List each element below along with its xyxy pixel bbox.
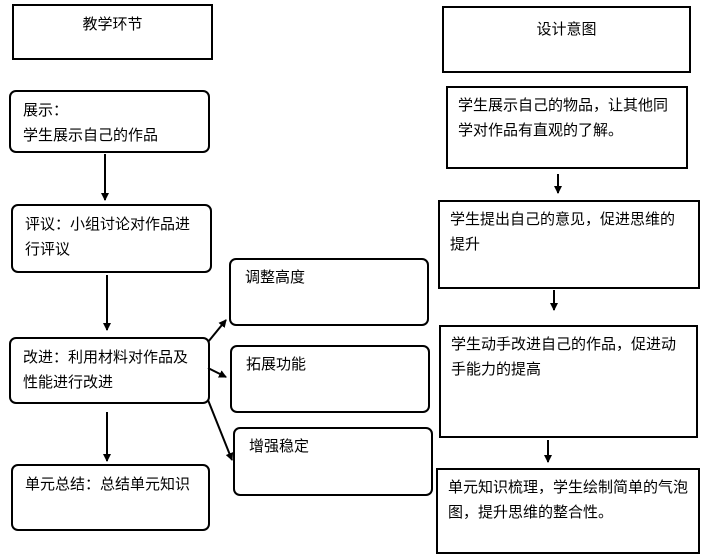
intent-display-text: 学生展示自己的物品，让其他同学对作品有直观的了解。: [458, 96, 669, 139]
arrow-improve-to-adjust-height: [207, 319, 227, 343]
intent-review-text: 学生提出自己的意见，促进思维的提升: [450, 210, 676, 253]
step-summary-text: 单元总结：总结单元知识: [25, 475, 191, 493]
intent-improve-text: 学生动手改进自己的作品，促进动手能力的提高: [451, 335, 677, 378]
sub-step-adjust-height: 调整高度: [229, 258, 429, 326]
arrow-improve-to-extend-function: [207, 367, 227, 378]
step-improve: 改进：利用材料对作品及性能进行改进: [9, 337, 210, 404]
step-display-title: 展示：: [23, 101, 69, 119]
header-teaching-steps: 教学环节: [12, 4, 213, 60]
intent-summary-text: 单元知识梳理，学生绘制简单的气泡图，提升思维的整合性。: [448, 478, 689, 521]
sub-step-extend-function: 拓展功能: [230, 345, 430, 413]
step-review: 评议：小组讨论对作品进行评议: [11, 204, 212, 273]
step-display: 展示： 学生展示自己的作品: [9, 90, 210, 153]
intent-display: 学生展示自己的物品，让其他同学对作品有直观的了解。: [446, 86, 688, 169]
intent-review: 学生提出自己的意见，促进思维的提升: [438, 200, 700, 289]
step-improve-text: 改进：利用材料对作品及性能进行改进: [23, 348, 189, 391]
step-summary: 单元总结：总结单元知识: [11, 464, 210, 531]
sub-step-enhance-stability: 增强稳定: [233, 427, 433, 496]
sub-step-adjust-height-label: 调整高度: [245, 268, 306, 286]
sub-step-enhance-stability-label: 增强稳定: [249, 437, 310, 455]
header-design-intent: 设计意图: [442, 6, 691, 73]
intent-summary: 单元知识梳理，学生绘制简单的气泡图，提升思维的整合性。: [436, 468, 700, 554]
intent-improve: 学生动手改进自己的作品，促进动手能力的提高: [439, 325, 698, 438]
header-teaching-steps-label: 教学环节: [82, 15, 143, 33]
step-display-body: 学生展示自己的作品: [23, 126, 159, 144]
header-design-intent-label: 设计意图: [536, 20, 597, 38]
arrow-improve-to-enhance-stability: [207, 399, 234, 461]
step-review-text: 评议：小组讨论对作品进行评议: [25, 215, 191, 258]
sub-step-extend-function-label: 拓展功能: [246, 355, 307, 373]
